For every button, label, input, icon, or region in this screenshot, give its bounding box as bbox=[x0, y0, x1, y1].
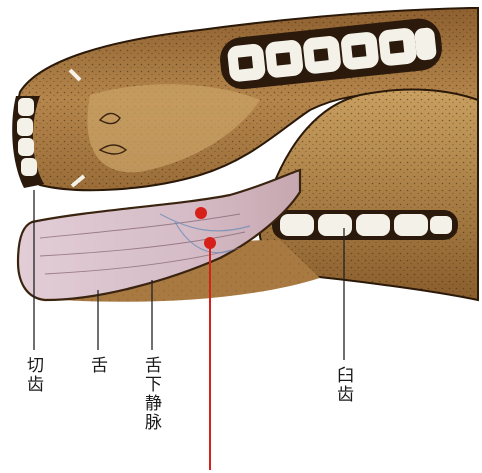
incisor-label: 切齿 bbox=[24, 356, 41, 394]
molar-label: 臼齿 bbox=[334, 366, 351, 404]
vein-point-lower bbox=[204, 237, 216, 249]
vein-point-upper bbox=[195, 207, 207, 219]
sublingual-vein-label: 舌下静脉 bbox=[142, 356, 159, 432]
tongue-label: 舌 bbox=[88, 356, 105, 375]
